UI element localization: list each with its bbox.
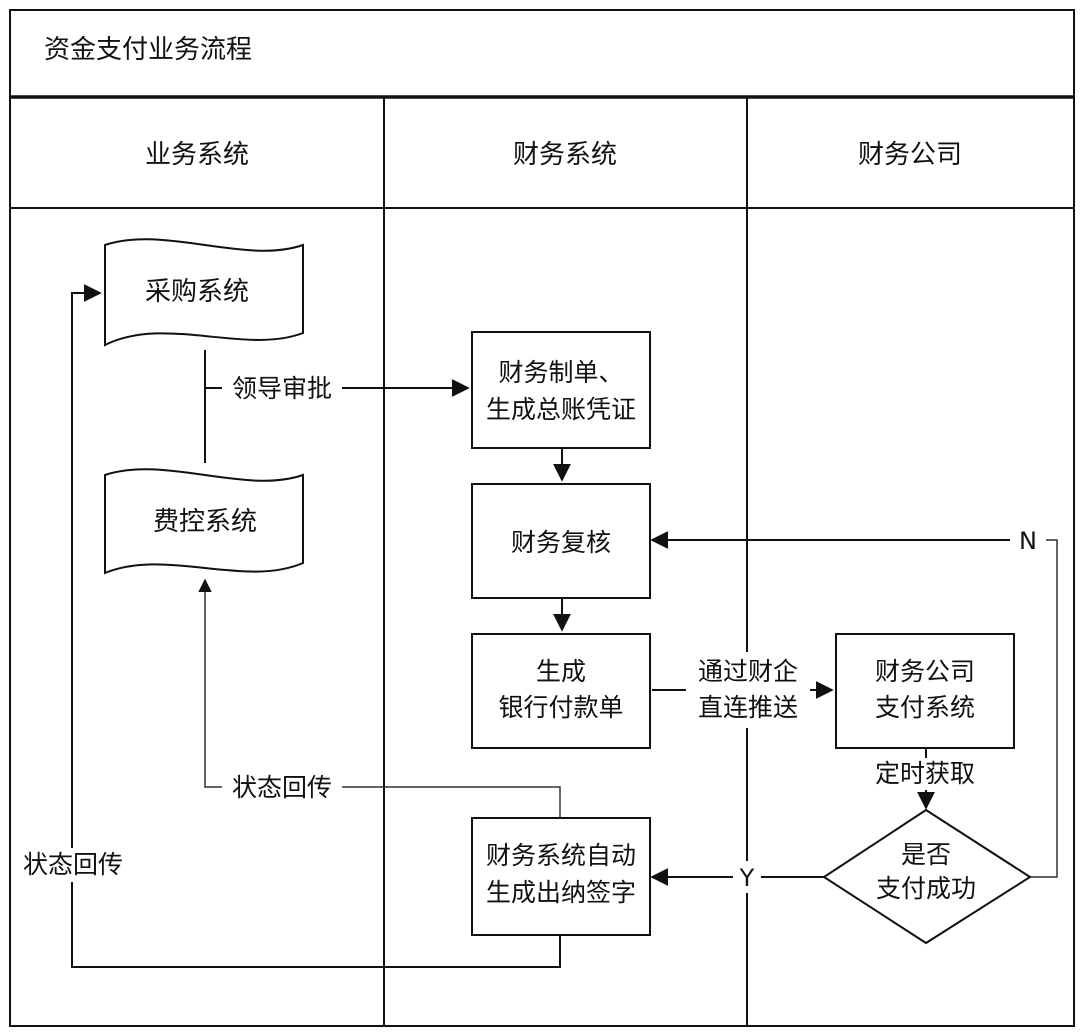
procurement-system-label: 采购系统 [145,277,249,307]
arrow-status-to-procurement [71,284,561,968]
status-return-label-2: 状态回传 [23,850,123,879]
status-return-label-1: 状态回传 [232,773,332,802]
voucher-label-line2: 生成总账凭证 [486,395,636,424]
voucher-node [471,331,651,449]
timed-fetch-label-bg [866,758,984,790]
procurement-system-node [104,238,304,347]
line-no-return [1030,539,1058,878]
review-label: 财务复核 [511,528,611,557]
status-return-1-bg [222,771,342,803]
payment-system-label-line1: 财务公司 [875,657,975,686]
payment-system-label-line2: 支付系统 [875,693,975,722]
no-label: N [1019,527,1037,555]
decision-label-line1: 是否 [901,840,951,869]
bank-order-node [471,633,651,749]
lane-header-finance-company: 财务公司 [858,140,962,170]
lane-header-business: 业务系统 [145,140,249,170]
arrow-status-to-expense [198,578,561,818]
direct-push-label-bg [686,652,810,728]
expense-control-node [104,468,304,575]
voucher-label-line1: 财务制单、 [498,358,623,387]
cashier-sign-label-line2: 生成出纳签字 [486,878,636,907]
decision-node [822,808,1032,945]
yes-label: Y [739,864,755,892]
timed-fetch-label: 定时获取 [875,759,975,788]
payment-system-node [835,633,1015,749]
approval-label-bg [222,372,342,404]
lane-header-finance: 财务系统 [513,140,617,170]
leader-approval-label: 领导审批 [232,374,332,403]
bank-order-label-line2: 银行付款单 [498,693,623,722]
decision-label-line2: 支付成功 [876,874,976,903]
diagram-title: 资金支付业务流程 [44,35,252,65]
status-return-2-bg [14,848,132,882]
direct-push-label-line2: 直连推送 [698,693,798,722]
review-node [471,483,651,599]
outer-frame [9,9,1075,1027]
direct-push-label-line1: 通过财企 [698,657,798,686]
bank-order-label-line1: 生成 [536,657,586,686]
yes-label-bg [733,861,761,893]
cashier-sign-label-line1: 财务系统自动 [486,841,636,870]
expense-control-label: 费控系统 [153,507,257,537]
cashier-sign-node [471,817,651,936]
